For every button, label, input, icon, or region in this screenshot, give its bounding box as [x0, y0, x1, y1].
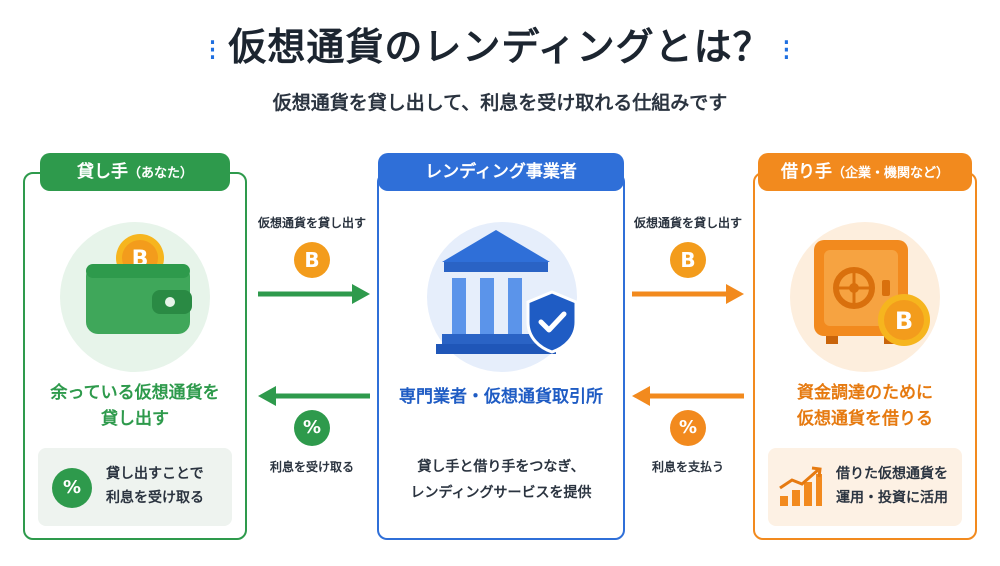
borrower-label-text: 借り手: [780, 162, 832, 182]
bitcoin-icon: B: [294, 242, 330, 278]
bank-icon: [436, 230, 556, 354]
growth-chart-icon: [779, 466, 822, 506]
borrower-tip-line2: 運用・投資に活用: [836, 490, 948, 506]
flow-lend-label-left: 仮想通貨を貸し出す: [257, 216, 366, 230]
borrower-label-sub: （企業・機関など）: [831, 166, 949, 181]
arrow-left-green: [258, 386, 370, 406]
percent-icon: %: [294, 410, 330, 446]
bitcoin-icon: B: [670, 242, 706, 278]
arrow-left-orange: [632, 386, 744, 406]
lender-tip-line2: 利息を受け取る: [106, 490, 204, 506]
borrower-description: 資金調達のために 仮想通貨を借りる: [758, 380, 972, 432]
sparkle-left-icon: ⁝: [207, 33, 219, 68]
platform-label: レンディング事業者: [378, 153, 624, 191]
borrower-label: 借り手（企業・機関など）: [758, 153, 972, 191]
wallet-icon: B: [86, 234, 192, 334]
platform-desc-line1: 専門業者・仮想通貨取引所: [399, 387, 603, 407]
lender-description: 余っている仮想通貨を 貸し出す: [30, 380, 240, 432]
platform-description: 専門業者・仮想通貨取引所: [380, 384, 622, 410]
lender-label-sub: （あなた）: [127, 166, 193, 181]
lender-desc-line2: 貸し出す: [101, 409, 169, 429]
borrower-desc-line2: 仮想通貨を借りる: [797, 409, 933, 429]
borrower-desc-line1: 資金調達のために: [797, 383, 933, 403]
flow-lend-label-right: 仮想通貨を貸し出す: [633, 216, 742, 230]
flow-interest-pay-label: 利息を支払う: [651, 460, 724, 474]
percent-icon: %: [670, 410, 706, 446]
shield-check-icon: [526, 290, 578, 354]
borrower-tip-text: 借りた仮想通貨を 運用・投資に活用: [836, 462, 948, 510]
svg-text:B: B: [895, 307, 913, 335]
percent-icon: %: [52, 468, 92, 508]
arrow-right-green: [258, 284, 370, 304]
page-subtitle: 仮想通貨を貸し出して、利息を受け取れる仕組みです: [272, 92, 728, 114]
platform-note-line2: レンディングサービスを提供: [410, 485, 592, 501]
borrower-tip-line1: 借りた仮想通貨を: [836, 466, 948, 482]
platform-note-line1: 貸し手と借り手をつなぎ、: [417, 459, 585, 475]
lender-label: 貸し手（あなた）: [40, 153, 230, 191]
flow-interest-receive-label: 利息を受け取る: [269, 460, 354, 474]
safe-icon: B: [814, 240, 930, 346]
lender-tip-line1: 貸し出すことで: [106, 466, 204, 482]
arrow-right-orange: [632, 284, 744, 304]
borrower-tip: 借りた仮想通貨を 運用・投資に活用: [768, 448, 962, 526]
lender-desc-line1: 余っている仮想通貨を: [50, 383, 220, 403]
platform-note: 貸し手と借り手をつなぎ、 レンディングサービスを提供: [380, 454, 622, 506]
page-title: ⁝ 仮想通貨のレンディングとは？ ⁝: [0, 16, 1000, 71]
sparkle-right-icon: ⁝: [781, 33, 793, 68]
lender-tip-text: 貸し出すことで 利息を受け取る: [106, 462, 204, 510]
lender-label-text: 貸し手: [76, 162, 128, 182]
page-title-text: 仮想通貨のレンディングとは？: [228, 25, 772, 69]
lender-tip: % 貸し出すことで 利息を受け取る: [38, 448, 232, 526]
